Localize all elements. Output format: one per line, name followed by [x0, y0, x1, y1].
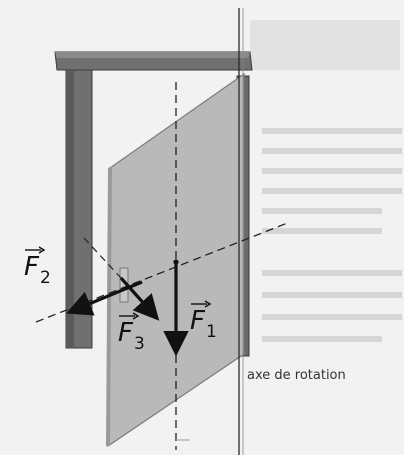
vector-arrow-icon — [191, 300, 211, 308]
dashed-f3-extension — [83, 237, 122, 279]
force-vectors — [66, 262, 189, 357]
label-f3-letter: F — [118, 318, 133, 348]
label-f1: F1 — [190, 300, 217, 341]
label-f1-sub: 1 — [205, 322, 217, 342]
label-f3: F3 — [118, 312, 145, 353]
label-f2-letter: F — [24, 252, 39, 282]
axis-caption: axe de rotation — [247, 368, 346, 383]
vector-arrow-icon — [119, 312, 139, 320]
vector-arrow-icon — [25, 246, 45, 254]
label-f2-sub: 2 — [39, 268, 51, 288]
label-f2: F2 — [24, 246, 51, 287]
label-f1-letter: F — [190, 306, 205, 336]
force-f3-arrow — [119, 276, 160, 321]
label-f3-sub: 3 — [133, 334, 145, 354]
faded-background-text — [250, 20, 402, 342]
rotation-axis — [238, 8, 244, 455]
